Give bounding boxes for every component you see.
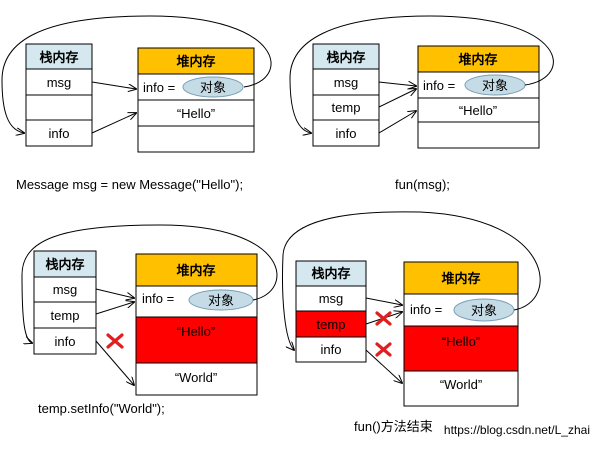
stack-memory: 栈内存 msg temp info — [295, 260, 367, 363]
stack-cell-temp — [312, 94, 380, 121]
heap-cell-label: “Hello” — [177, 106, 215, 121]
stack-header — [33, 250, 97, 278]
stack-cell-label: msg — [334, 75, 359, 90]
heap-cell-hello-freed — [135, 316, 258, 364]
heap-title: 堆内存 — [176, 54, 215, 69]
arrow-temp-to-object — [95, 302, 134, 315]
caption: temp.setInfo("World"); — [38, 401, 165, 416]
arrow-msg-to-object — [378, 82, 416, 86]
heap-cell-label: “Hello” — [459, 103, 497, 118]
stack-header — [312, 43, 380, 70]
stack-cell-temp — [33, 301, 97, 329]
stack-cell-label: temp — [332, 100, 361, 115]
heap-header — [403, 261, 519, 295]
stack-cell-label: msg — [47, 75, 72, 90]
stack-cell-info — [312, 119, 380, 147]
stack-cell-label: info — [55, 334, 76, 349]
heap-cell-world — [135, 362, 258, 396]
stack-cell-label: info — [321, 342, 342, 357]
heap-header — [417, 45, 540, 73]
stack-title: 栈内存 — [39, 50, 78, 65]
arrow-object-loop — [1, 15, 272, 133]
stack-memory: 栈内存 msg temp info — [33, 250, 97, 355]
heap-memory: 堆内存 info = 对象 “Hello” “World” — [135, 253, 258, 396]
stack-cell-msg — [33, 276, 97, 303]
stack-memory: 栈内存 msg info — [25, 43, 93, 147]
object-label: 对象 — [471, 303, 497, 318]
panel-1: 栈内存 msg info 堆内存 info = 对象 “Hello” Messa… — [1, 15, 272, 192]
heap-cell-hello — [417, 97, 540, 123]
arrow-msg-to-object — [91, 81, 136, 89]
cross-mark-icon — [375, 311, 392, 326]
stack-cell-label: msg — [53, 282, 78, 297]
info-label: info = — [423, 78, 455, 93]
stack-cell-label: temp — [317, 317, 346, 332]
stack-cell-msg — [25, 68, 93, 96]
arrow-msg-to-object — [95, 288, 134, 298]
heap-header — [137, 47, 255, 75]
panel-2: 栈内存 msg temp info 堆内存 info = 对象 “Hello” … — [289, 15, 554, 192]
stack-cell-empty — [25, 94, 93, 121]
heap-cell-empty — [417, 121, 540, 149]
object-label: 对象 — [200, 80, 226, 95]
arrow-object-loop — [282, 211, 541, 350]
arrow-info-to-hello — [91, 113, 136, 134]
object-ellipse — [182, 76, 244, 98]
object-label: 对象 — [482, 78, 508, 93]
stack-cell-info — [295, 336, 367, 363]
watermark: https://blog.csdn.net/L_zhai — [444, 423, 590, 437]
arrow-object-loop — [289, 15, 554, 133]
heap-title: 堆内存 — [458, 52, 497, 67]
heap-title: 堆内存 — [441, 271, 480, 286]
stack-title: 栈内存 — [45, 257, 84, 272]
heap-cell-empty — [137, 125, 255, 153]
object-label: 对象 — [208, 293, 234, 308]
stack-title: 栈内存 — [326, 50, 365, 65]
heap-cell-label: “World” — [440, 377, 482, 392]
heap-cell-label: “Hello” — [177, 324, 215, 339]
arrow-temp-to-object — [378, 89, 416, 108]
stack-memory: 栈内存 msg temp info — [312, 43, 380, 147]
heap-header — [135, 253, 258, 287]
heap-memory: 堆内存 info = 对象 “Hello” “World” — [403, 261, 519, 407]
info-label: info = — [143, 80, 175, 95]
info-label: info = — [410, 302, 442, 317]
caption: fun(msg); — [395, 177, 450, 192]
stack-title: 栈内存 — [311, 266, 350, 281]
cross-mark-icon — [375, 342, 392, 357]
caption: fun()方法结束 — [354, 419, 433, 434]
arrow-info-to-world — [365, 349, 402, 383]
heap-cell-hello-freed — [403, 325, 519, 372]
arrow-info-to-world — [95, 340, 134, 385]
stack-cell-label: info — [49, 126, 70, 141]
stack-cell-label: info — [336, 126, 357, 141]
cross-mark-icon — [106, 333, 124, 349]
stack-header — [25, 43, 93, 70]
stack-cell-info — [33, 327, 97, 355]
heap-title: 堆内存 — [176, 263, 215, 278]
arrow-msg-to-object — [365, 297, 402, 305]
info-label: info = — [142, 291, 174, 306]
caption: Message msg = new Message("Hello"); — [16, 177, 243, 192]
heap-memory: 堆内存 info = 对象 “Hello” — [137, 47, 255, 153]
heap-memory: 堆内存 info = 对象 “Hello” — [417, 45, 540, 149]
heap-cell-label: “World” — [175, 370, 217, 385]
arrow-info-to-hello — [378, 111, 416, 134]
panel-3: 栈内存 msg temp info 堆内存 info = 对象 “Hello” … — [21, 224, 278, 416]
heap-cell-label: “Hello” — [442, 334, 480, 349]
stack-cell-info — [25, 119, 93, 147]
stack-cell-label: msg — [319, 291, 344, 306]
stack-cell-temp-freed — [295, 310, 367, 338]
stack-header — [295, 260, 367, 287]
panel-4: 栈内存 msg temp info 堆内存 info = 对象 “Hello” … — [282, 211, 541, 434]
heap-cell-world — [403, 370, 519, 407]
arrow-object-loop — [21, 224, 278, 343]
stack-cell-label: temp — [51, 308, 80, 323]
